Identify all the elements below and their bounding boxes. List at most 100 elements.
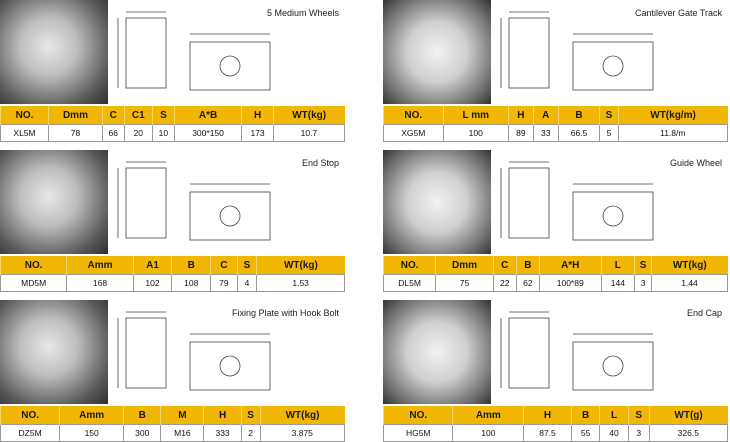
column-header: B (515, 256, 540, 275)
table-cell: 326.5 (648, 424, 729, 442)
column-header: S (599, 106, 619, 125)
table-cell: HG5M (382, 424, 454, 442)
column-header: C1 (123, 106, 153, 125)
table-cell: 108 (171, 274, 212, 292)
column-header: C (210, 256, 238, 275)
column-header: NO. (383, 106, 444, 125)
column-header: Amm (59, 406, 124, 425)
technical-drawing (500, 311, 654, 391)
product-title: 5 Medium Wheels (266, 8, 339, 18)
table-cell: 100 (452, 424, 525, 442)
product-photo (0, 150, 108, 254)
column-header: B (570, 406, 600, 425)
column-header: M (160, 406, 204, 425)
table-cell: 5 (599, 124, 619, 142)
table-cell: 100 (442, 124, 509, 142)
table-cell: 3 (634, 274, 653, 292)
column-header: H (523, 406, 572, 425)
column-header: Dmm (48, 106, 103, 125)
table-cell: 10 (152, 124, 175, 142)
table-cell: 75 (435, 274, 494, 292)
column-header: WT(g) (648, 406, 728, 425)
column-header: S (634, 256, 652, 275)
technical-drawing (117, 311, 271, 391)
column-header: WT(kg) (256, 256, 345, 275)
column-header: H (203, 406, 242, 425)
table-cell: 100*89 (538, 274, 602, 292)
column-header: A*B (173, 106, 242, 125)
technical-drawing (500, 161, 654, 241)
column-header: Amm (66, 256, 134, 275)
column-header: NO. (382, 406, 453, 425)
table-cell: 79 (210, 274, 238, 292)
product-title: Cantilever Gate Track (634, 8, 722, 18)
table-cell: 168 (66, 274, 134, 292)
table-cell: 1.44 (651, 274, 728, 292)
product-title: Fixing Plate with Hook Bolt (231, 308, 339, 318)
table-cell: 62 (515, 274, 540, 292)
table-cell: 144 (600, 274, 636, 292)
column-header: L mm (442, 106, 509, 125)
table-cell: 20 (123, 124, 154, 142)
product-photo (0, 0, 108, 104)
table-cell: 89 (507, 124, 534, 142)
product-title: End Stop (301, 158, 339, 168)
column-header: H (507, 106, 534, 125)
column-header: S (152, 106, 175, 125)
column-header: WT(kg/m) (617, 106, 728, 125)
table-cell: 55 (570, 424, 601, 442)
column-header: S (236, 256, 257, 275)
column-header: B (171, 256, 211, 275)
table-cell: DZ5M (0, 424, 61, 442)
table-cell: 66.5 (557, 124, 601, 142)
table-cell: 10.7 (272, 124, 346, 142)
column-header: H (241, 106, 274, 125)
table-cell: 33 (532, 124, 559, 142)
column-header: B (557, 106, 600, 125)
table-cell: 40 (599, 424, 629, 442)
column-header: NO. (0, 406, 60, 425)
table-cell: 3 (627, 424, 650, 442)
column-header: NO. (382, 256, 436, 275)
product-photo (383, 300, 491, 404)
table-cell: 4 (236, 274, 258, 292)
product-title: Guide Wheel (669, 158, 722, 168)
table-cell: 11.8/m (617, 124, 729, 142)
column-header: Dmm (435, 256, 494, 275)
product-title: End Cap (686, 308, 722, 318)
table-cell: 87.5 (523, 424, 572, 442)
column-header: C (492, 256, 517, 275)
table-cell: 300 (123, 424, 162, 442)
table-cell: MD5M (0, 274, 68, 292)
product-photo (0, 300, 108, 404)
column-header: WT(kg) (651, 256, 728, 275)
technical-drawing (500, 11, 654, 91)
table-cell: 66 (101, 124, 125, 142)
column-header: L (600, 256, 635, 275)
table-cell: M16 (160, 424, 205, 442)
table-cell: XG5M (383, 124, 444, 142)
product-photo (383, 0, 491, 104)
column-header: B (123, 406, 161, 425)
column-header: WT(kg) (259, 406, 345, 425)
technical-drawing (117, 11, 271, 91)
table-cell: 300*150 (173, 124, 243, 142)
technical-drawing (117, 161, 271, 241)
column-header: NO. (0, 256, 67, 275)
column-header: L (599, 406, 629, 425)
